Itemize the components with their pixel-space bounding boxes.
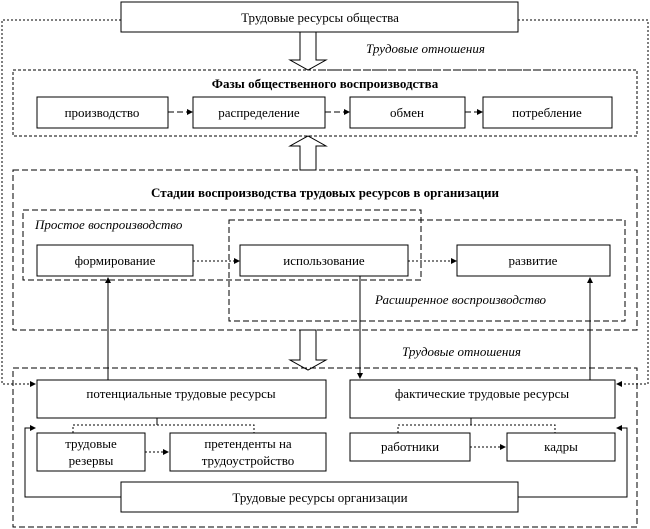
stage-usage-box <box>239 244 409 277</box>
connector <box>72 424 255 433</box>
phase-exchange-box <box>349 96 466 129</box>
hollow-down-arrow-icon <box>288 329 328 371</box>
phase-production: производство <box>65 105 140 120</box>
relations-label-bottom: Трудовые отношения <box>402 344 521 359</box>
phase-distribution-box <box>192 96 326 129</box>
stage-development: развитие <box>509 253 558 268</box>
hollow-down-arrow-icon <box>288 31 328 71</box>
stage-formation: формирование <box>75 253 156 268</box>
applicants-line1: претенденты на <box>204 436 292 451</box>
workers-box <box>349 432 471 462</box>
stage-development-box <box>456 244 611 277</box>
applicants-box <box>169 432 327 472</box>
labor-reserves-line1: трудовые <box>65 436 117 451</box>
simple-reproduction-label: Простое воспроизводство <box>34 217 183 232</box>
phase-production-box <box>36 96 169 129</box>
stage-formation-box <box>36 244 194 277</box>
phases-container <box>12 69 638 137</box>
right-outer-connector <box>518 19 649 387</box>
phases-title: Фазы общественного воспроизводства <box>212 76 439 91</box>
applicants-line2: трудоустройство <box>202 453 295 468</box>
staff-box <box>506 432 616 462</box>
phase-distribution: распределение <box>218 105 300 120</box>
stages-title: Стадии воспроизводства трудовых ресурсов… <box>151 185 500 200</box>
potential-resources: потенциальные трудовые ресурсы <box>86 386 275 401</box>
actual-resources-box <box>349 379 616 419</box>
left-outer-connector <box>1 19 121 387</box>
arrow-org-actual <box>518 425 628 498</box>
labor-reserves-box <box>36 432 146 472</box>
stages-container <box>12 169 638 331</box>
staff: кадры <box>544 439 578 454</box>
society-labor-resources-box <box>120 1 519 33</box>
organization-resources-label: Трудовые ресурсы организации <box>232 490 407 505</box>
organization-resources-box <box>120 481 519 513</box>
arrow-org-potential <box>24 425 121 498</box>
stage-usage: использование <box>283 253 365 268</box>
society-labor-resources-label: Трудовые ресурсы общества <box>241 10 399 25</box>
relations-label-top: Трудовые отношения <box>366 41 485 56</box>
simple-reproduction-area <box>22 209 422 281</box>
extended-reproduction-label: Расширенное воспроизводство <box>374 292 547 307</box>
phase-consumption: потребление <box>512 105 582 120</box>
connector <box>397 424 556 433</box>
workers: работники <box>381 439 439 454</box>
labor-reserves-line2: резервы <box>69 453 114 468</box>
extended-reproduction-area <box>228 219 626 322</box>
phase-consumption-box <box>482 96 613 129</box>
potential-resources-box <box>36 379 327 419</box>
hollow-up-arrow-icon <box>288 135 328 171</box>
organization-container <box>12 367 638 528</box>
actual-resources: фактические трудовые ресурсы <box>395 386 569 401</box>
phase-exchange: обмен <box>390 105 424 120</box>
